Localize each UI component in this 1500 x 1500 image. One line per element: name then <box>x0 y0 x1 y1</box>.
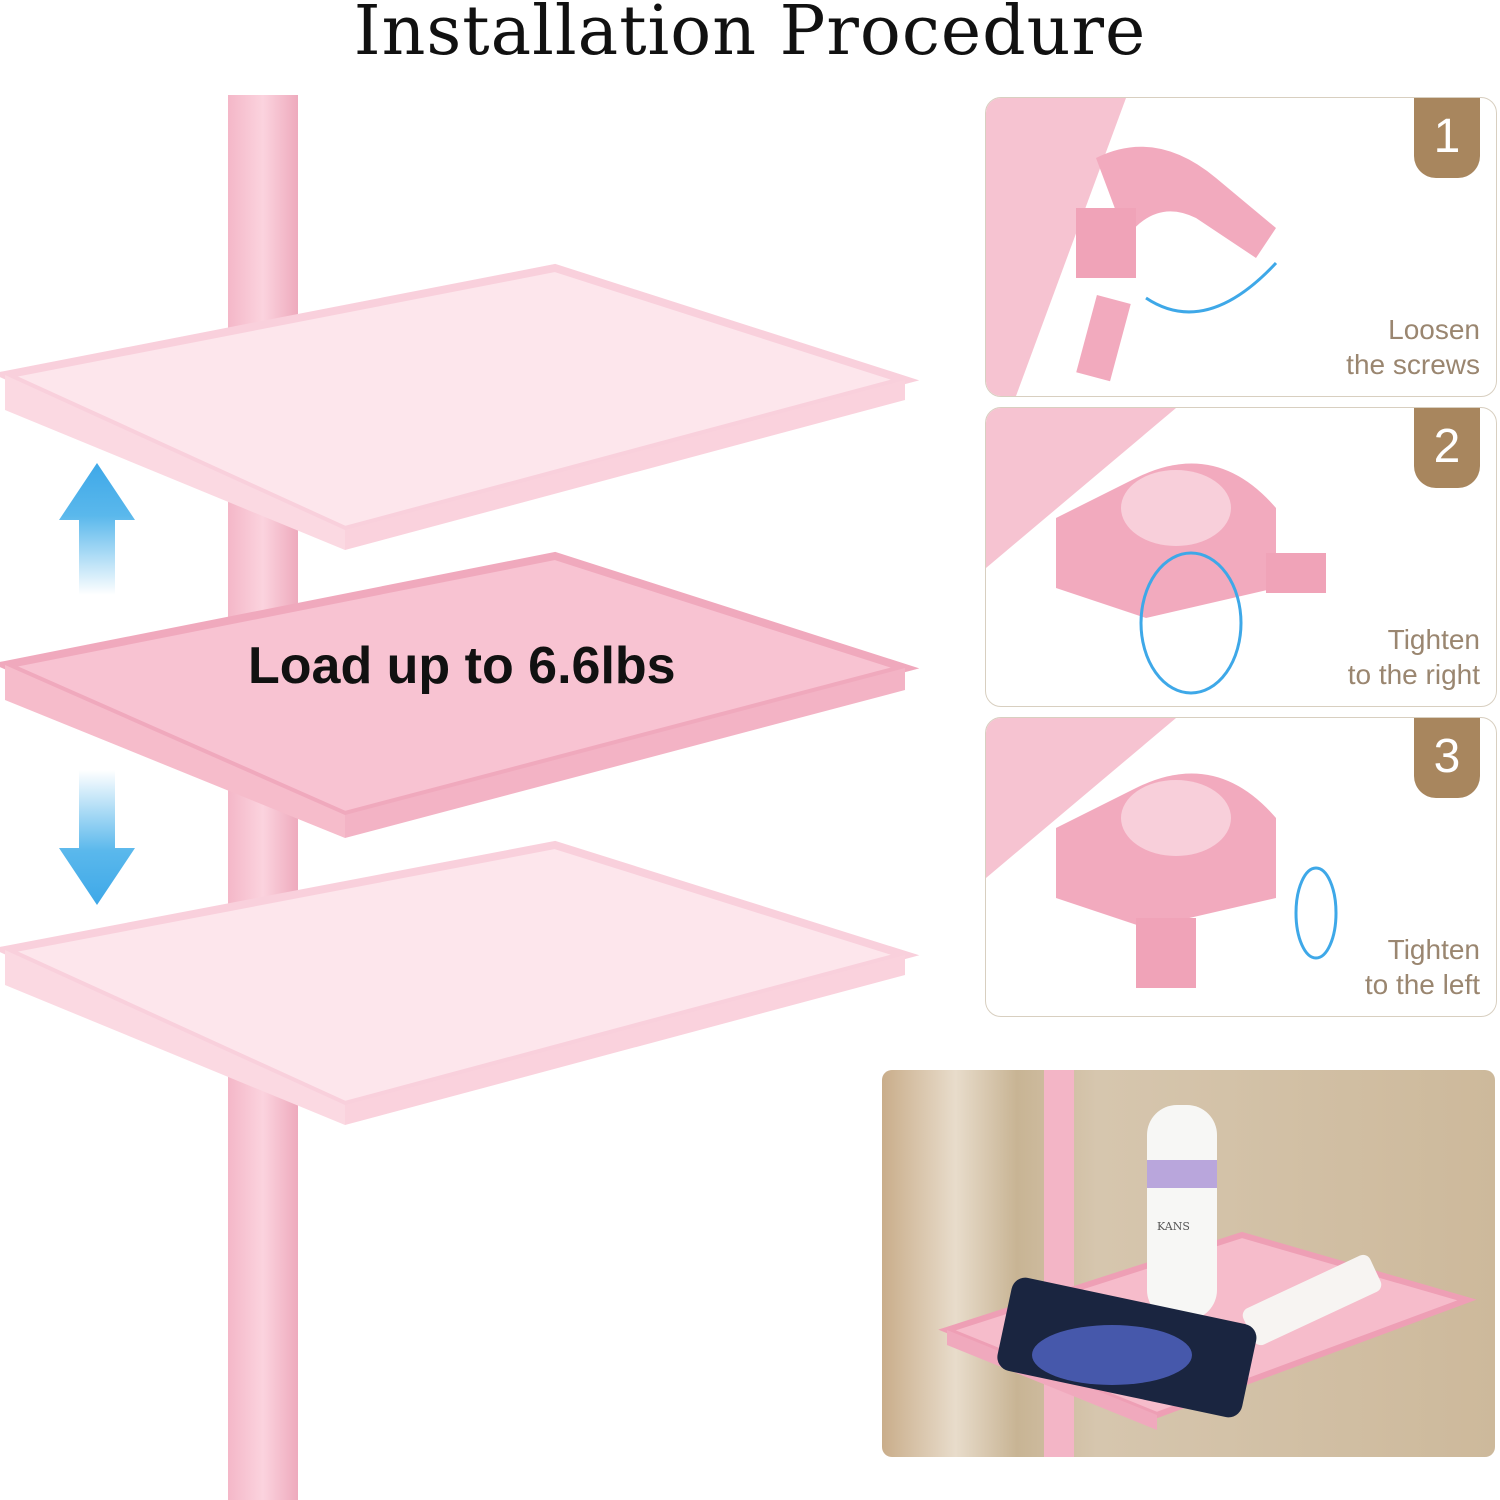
step-number-badge: 1 <box>1414 98 1480 178</box>
clamp-tighten-right-illustration <box>986 408 1326 695</box>
shelf-middle <box>0 551 920 838</box>
product-logo: KANS <box>1157 1220 1190 1233</box>
shelf-illustration <box>0 95 920 1500</box>
arrow-up-icon <box>59 463 135 595</box>
arrow-down-icon <box>59 770 135 905</box>
shelf-bottom <box>0 840 920 1125</box>
product-photo: KANS <box>882 1070 1495 1457</box>
shelf-top <box>0 263 920 550</box>
clamp-tighten-left-illustration <box>986 718 1338 988</box>
clamp-loosen-illustration <box>986 98 1278 396</box>
page-title: Installation Procedure <box>353 0 1147 71</box>
step-number-badge: 2 <box>1414 408 1480 488</box>
load-capacity-label: Load up to 6.6lbs <box>248 637 676 695</box>
step-number-badge: 3 <box>1414 718 1480 798</box>
